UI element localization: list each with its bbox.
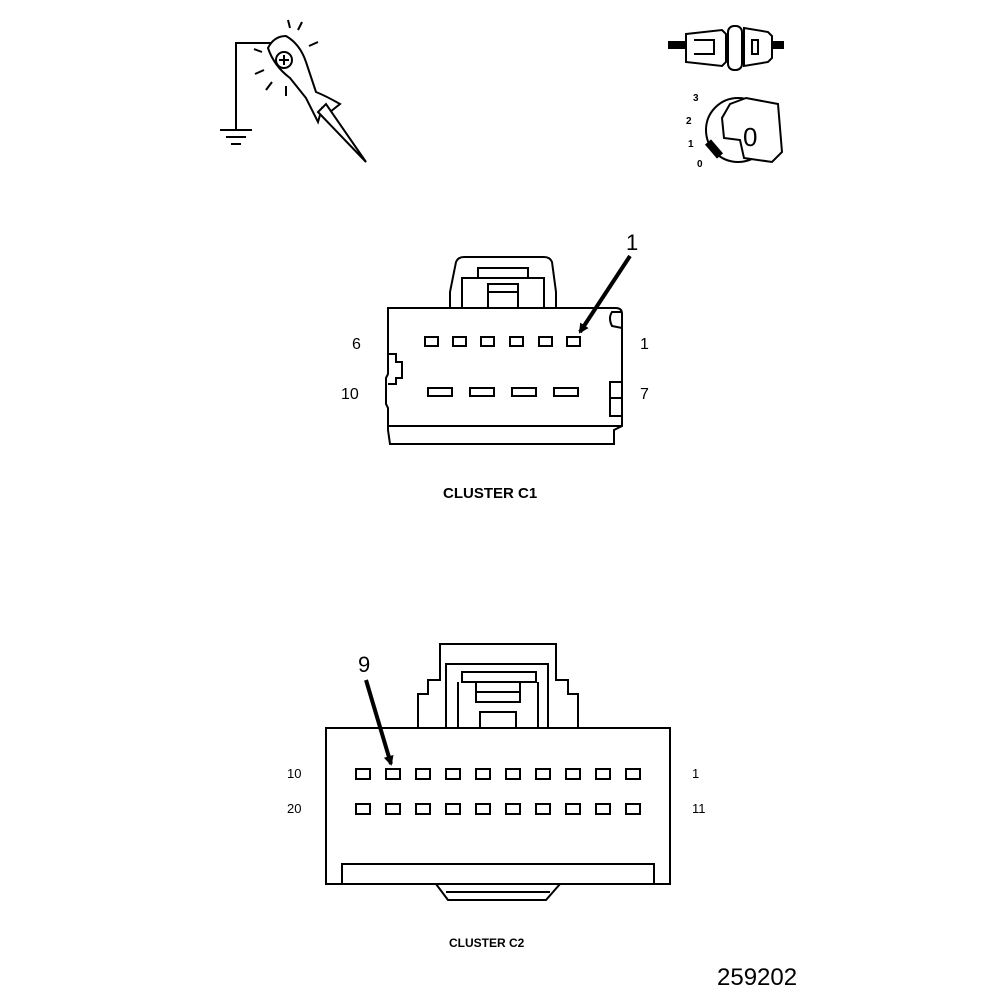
key-position-3: 3 [693, 93, 699, 104]
c1-callout-number: 1 [626, 230, 638, 255]
cluster-c1-connector [385, 256, 623, 445]
key-position-2: 2 [686, 116, 692, 127]
disconnect-connector-icon [668, 25, 784, 71]
cluster-c2-connector [325, 643, 671, 901]
cluster-c2-caption: CLUSTER C2 [449, 936, 525, 950]
c2-callout-number: 9 [358, 652, 370, 677]
c2-pin-label-bottom-right: 11 [692, 801, 706, 816]
c1-pin-label-bottom-left: 10 [341, 386, 359, 403]
c1-callout-arrow [578, 254, 632, 334]
c2-callout-arrow [364, 679, 394, 766]
key-label: 0 [743, 122, 757, 152]
test-light-probe-icon [220, 19, 367, 163]
c2-pin-label-top-left: 10 [287, 766, 301, 781]
c2-pin-label-bottom-left: 20 [287, 801, 301, 816]
c2-pin-label-top-right: 1 [692, 766, 699, 781]
key-position-1: 1 [688, 139, 694, 150]
c1-pin-label-bottom-right: 7 [640, 386, 649, 403]
cluster-c1-caption: CLUSTER C1 [443, 485, 537, 502]
key-position-0: 0 [697, 159, 703, 170]
c1-pin-label-top-left: 6 [352, 336, 361, 353]
c1-pin-label-top-right: 1 [640, 336, 649, 353]
figure-id: 259202 [717, 964, 797, 991]
ignition-key-icon: 0 3 2 1 0 [686, 93, 784, 170]
